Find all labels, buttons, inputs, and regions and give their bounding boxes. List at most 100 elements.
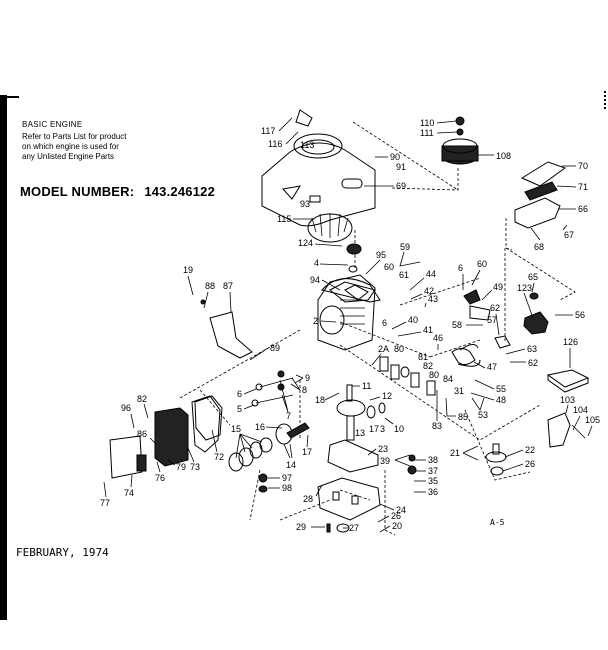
part-callout: 59 bbox=[400, 242, 410, 252]
part-callout: 116 bbox=[268, 139, 282, 149]
part-callout: 65 bbox=[528, 272, 538, 282]
gasket-set-part bbox=[546, 369, 590, 393]
part-callout: 6 bbox=[458, 263, 463, 273]
part-callout: 104 bbox=[573, 405, 588, 415]
engine-base-part bbox=[317, 439, 381, 533]
flywheel-part bbox=[307, 213, 362, 273]
part-callout: 2A bbox=[378, 344, 389, 354]
part-callout: 108 bbox=[496, 151, 511, 161]
carburetor-part bbox=[463, 289, 549, 349]
callout-labels: 117 116 113 90 91 69 93 115 124 110 111 … bbox=[100, 117, 600, 533]
part-callout: 21 bbox=[450, 448, 460, 458]
part-callout: 36 bbox=[428, 487, 438, 497]
part-callout: 56 bbox=[575, 310, 585, 320]
part-callout: 124 bbox=[298, 238, 313, 248]
part-callout: 82 bbox=[137, 394, 147, 404]
note-line: on which engine is used for bbox=[22, 142, 119, 151]
part-callout: 9 bbox=[305, 373, 310, 383]
part-callout: 66 bbox=[578, 204, 588, 214]
part-callout: 26 bbox=[525, 459, 535, 469]
part-callout: 35 bbox=[428, 476, 438, 486]
part-callout: 69 bbox=[396, 181, 406, 191]
part-callout: 17 bbox=[369, 424, 379, 434]
part-callout: 72 bbox=[214, 452, 224, 462]
guide-line bbox=[505, 247, 576, 301]
part-callout: 19 bbox=[183, 265, 193, 275]
part-callout: 42 bbox=[424, 286, 434, 296]
part-callout: 61 bbox=[399, 270, 409, 280]
part-callout: 117 bbox=[261, 126, 275, 136]
part-callout: 105 bbox=[585, 415, 600, 425]
scan-edge-tick bbox=[7, 96, 19, 98]
part-callout: 2 bbox=[313, 316, 318, 326]
part-callout: 47 bbox=[487, 362, 497, 372]
part-callout: 20 bbox=[392, 521, 402, 531]
part-callout: 4 bbox=[314, 258, 319, 268]
part-callout: 67 bbox=[564, 230, 574, 240]
part-callout: 29 bbox=[296, 522, 306, 532]
part-callout: 58 bbox=[452, 320, 462, 330]
part-callout: 84 bbox=[443, 374, 453, 384]
crankshaft-part bbox=[336, 384, 386, 441]
guide-line bbox=[249, 469, 261, 521]
part-callout: 48 bbox=[496, 395, 506, 405]
bracket-part bbox=[200, 299, 253, 359]
part-callout: 85 bbox=[458, 412, 468, 422]
part-callout: 90 bbox=[390, 152, 400, 162]
part-callout: 126 bbox=[563, 337, 578, 347]
header-notes: BASIC ENGINE Refer to Parts List for pro… bbox=[22, 120, 127, 162]
rotating-screen-part bbox=[441, 116, 479, 165]
part-callout: 15 bbox=[231, 424, 241, 434]
part-callout: 28 bbox=[303, 494, 313, 504]
part-callout: 12 bbox=[382, 391, 392, 401]
part-callout: 6 bbox=[237, 389, 242, 399]
part-callout: 22 bbox=[525, 445, 535, 455]
note-line: Refer to Parts List for product bbox=[22, 132, 127, 141]
part-callout: 79 bbox=[176, 462, 186, 472]
piston-rings-part bbox=[228, 423, 293, 472]
part-callout: 77 bbox=[100, 498, 110, 508]
part-callout: 46 bbox=[433, 333, 443, 343]
part-callout: 5 bbox=[237, 404, 242, 414]
guide-line bbox=[352, 121, 459, 191]
cylinder-block-part bbox=[317, 274, 381, 351]
part-callout: 17 bbox=[302, 447, 312, 457]
part-callout: 11 bbox=[362, 381, 371, 391]
part-callout: 76 bbox=[155, 473, 165, 483]
guide-line bbox=[384, 470, 396, 536]
model-number-line: MODEL NUMBER:143.246122 bbox=[20, 184, 215, 199]
guide-line bbox=[279, 499, 331, 521]
part-callout: 89 bbox=[270, 343, 280, 353]
intake-pipe-part bbox=[451, 344, 481, 367]
note-line: any Unlisted Engine Parts bbox=[22, 152, 115, 161]
assembly-guide-lines bbox=[179, 121, 576, 536]
part-callout: 44 bbox=[426, 269, 436, 279]
part-callout: 91 bbox=[396, 162, 406, 172]
part-callout: 49 bbox=[493, 282, 503, 292]
part-callout: 7 bbox=[286, 411, 291, 421]
part-callout: 8 bbox=[302, 385, 307, 395]
guide-line bbox=[199, 389, 231, 426]
part-callout: 88 bbox=[205, 281, 215, 291]
part-callout: 62 bbox=[490, 303, 500, 313]
part-callout: 3 bbox=[380, 424, 385, 434]
part-callout: 115 bbox=[277, 214, 291, 224]
part-callout: 57 bbox=[487, 315, 497, 325]
guide-line bbox=[339, 344, 541, 441]
oil-fill-tube-part bbox=[547, 412, 586, 448]
part-callout: 96 bbox=[121, 403, 131, 413]
scan-margin-mark bbox=[604, 91, 608, 109]
part-callout: 73 bbox=[190, 462, 200, 472]
part-callout: 14 bbox=[286, 460, 296, 470]
part-callout: 40 bbox=[408, 315, 418, 325]
guide-line bbox=[179, 329, 301, 399]
part-callout: 63 bbox=[527, 344, 537, 354]
part-callout: 55 bbox=[496, 384, 506, 394]
part-callout: 83 bbox=[432, 421, 442, 431]
guide-line bbox=[339, 321, 431, 358]
part-callout: 68 bbox=[534, 242, 544, 252]
part-callout: 53 bbox=[478, 410, 488, 420]
part-callout: 43 bbox=[428, 294, 438, 304]
baffle-part bbox=[329, 281, 376, 303]
